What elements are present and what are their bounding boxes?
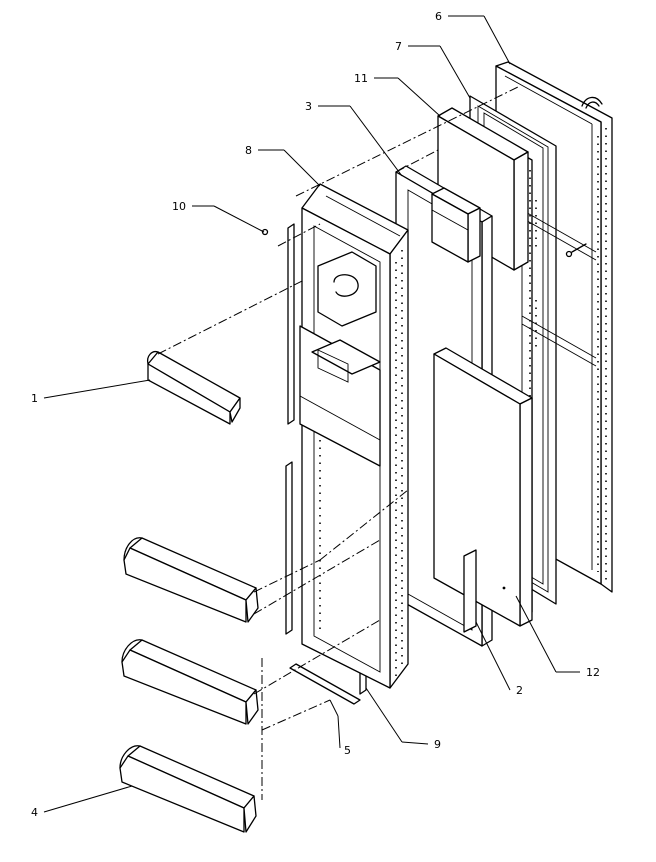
- callout-labels: 1 2 3 4 5 6 7 8 9 10 11 12: [31, 10, 600, 819]
- part-4-door-bin-lower: [119, 745, 257, 833]
- side-trim-rails: [285, 223, 295, 635]
- assembly-lines: [157, 85, 521, 800]
- leader-lines: [43, 15, 580, 813]
- callout-12: 12: [586, 666, 600, 679]
- part-1-small-bin: [146, 350, 241, 425]
- callout-3: 3: [305, 100, 312, 113]
- callout-11: 11: [354, 72, 368, 85]
- callout-10: 10: [172, 200, 186, 213]
- door-bin-upper: [123, 537, 259, 623]
- part-8-door-assembly: [299, 183, 409, 689]
- callout-2: 2: [516, 684, 523, 697]
- callout-8: 8: [245, 144, 252, 157]
- part-12-lower-panel: [433, 347, 533, 633]
- callout-5: 5: [344, 744, 351, 757]
- callout-6: 6: [435, 10, 442, 23]
- callout-7: 7: [395, 40, 402, 53]
- callout-9: 9: [434, 738, 441, 751]
- callout-1: 1: [31, 392, 38, 405]
- part-10-screw: [261, 228, 587, 258]
- callout-4: 4: [31, 806, 38, 819]
- door-bin-middle: [121, 639, 259, 725]
- part-5-bottom-trim: [289, 663, 361, 705]
